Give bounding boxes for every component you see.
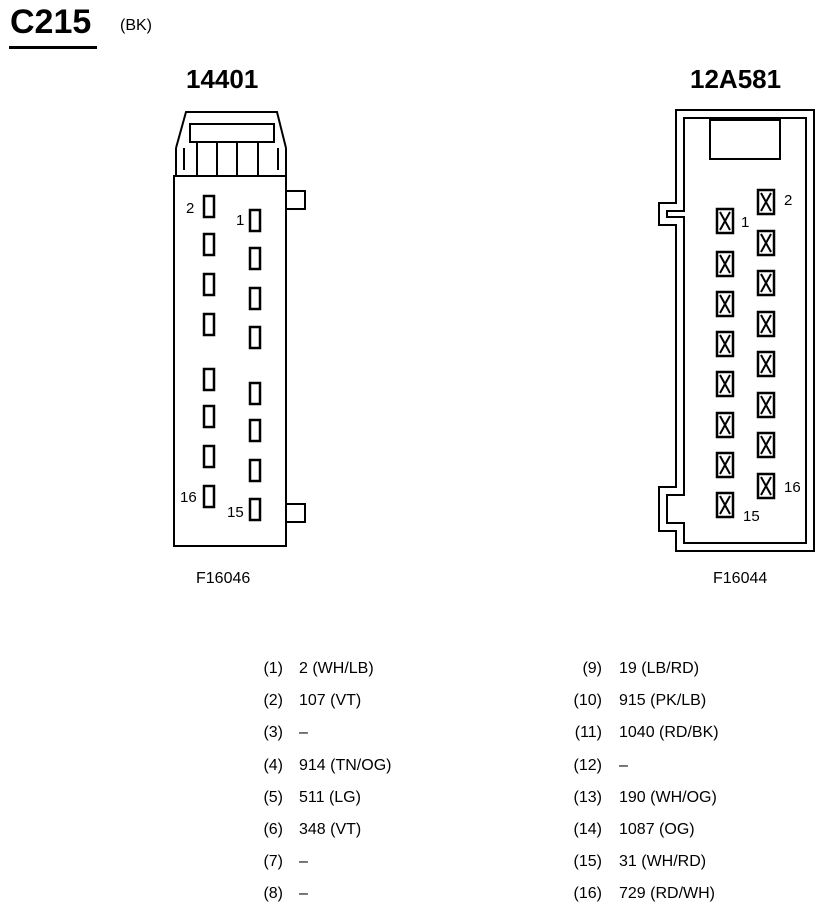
pinout-wire-circuit: – <box>299 724 308 742</box>
cavity-x <box>715 411 735 439</box>
pinout-wire-circuit: 190 (WH/OG) <box>619 788 717 806</box>
pinout-wire-circuit: 107 (VT) <box>299 692 362 710</box>
connector-color-code: (BK) <box>120 17 152 34</box>
cavity-x <box>756 188 776 216</box>
left-pin-label-16: 16 <box>180 489 197 506</box>
connector-diagrams: 2 1 16 15 2 1 16 15 <box>173 109 815 552</box>
connector-title: C215 <box>10 3 92 41</box>
cavity-x <box>715 250 735 278</box>
right-pin-label-15: 15 <box>743 508 760 525</box>
pinout-wire-circuit: 914 (TN/OG) <box>299 756 392 774</box>
pinout-wire-circuit: 348 (VT) <box>299 821 362 838</box>
cavity-x <box>715 290 735 318</box>
pinout-pin-number: (12) <box>573 756 602 774</box>
right-connector-key <box>709 119 781 160</box>
pinout-wire-circuit: 31 (WH/RD) <box>619 853 707 871</box>
left-connector-cavities-right <box>248 208 262 522</box>
cavity-x <box>756 229 776 257</box>
right-connector-inner-shell <box>666 117 807 544</box>
pinout-pin-number: (7) <box>263 853 283 871</box>
pinout-pin-number: (11) <box>574 724 602 742</box>
cavity-x <box>756 310 776 338</box>
cavity-x <box>756 350 776 378</box>
right-connector-drawing <box>658 109 815 552</box>
left-pin-label-15: 15 <box>227 504 244 521</box>
pinout-pin-number: (5) <box>263 788 283 806</box>
pinout-wire-circuit: 1087 (OG) <box>619 821 695 838</box>
pinout-pin-number: (6) <box>263 821 283 838</box>
cavity-x <box>715 370 735 398</box>
left-connector-part-number: 14401 <box>186 64 259 94</box>
left-connector-latch-inner <box>189 123 275 143</box>
pinout-wire-circuit: 511 (LG) <box>299 788 361 806</box>
right-connector-outer-shell <box>658 109 815 552</box>
pinout-pin-number: (1) <box>263 660 283 677</box>
right-pin-label-2: 2 <box>784 192 792 209</box>
pinout-wire-circuit: 2 (WH/LB) <box>299 660 374 677</box>
pinout-wire-circuit: 729 (RD/WH) <box>619 885 716 903</box>
pinout-pin-number: (2) <box>263 692 283 710</box>
pinout-pin-number: (9) <box>582 660 602 677</box>
left-connector-tab-top <box>285 190 306 210</box>
pinout-pin-number: (14) <box>573 821 602 838</box>
left-pin-label-2: 2 <box>186 200 194 217</box>
right-connector-part-number: 12A581 <box>690 64 782 94</box>
cavity-x <box>715 330 735 358</box>
cavity-x <box>756 431 776 459</box>
cavity-x <box>715 451 735 479</box>
left-connector-cavities-left <box>202 194 216 509</box>
cavity-x <box>715 207 735 235</box>
pinout-wire-circuit: 915 (PK/LB) <box>619 692 707 710</box>
pinout-pin-number: (8) <box>263 885 283 903</box>
pinout-wire-circuit: – <box>299 853 308 871</box>
title-underline <box>9 46 97 49</box>
left-figure-id: F16046 <box>196 570 251 587</box>
pinout-pin-number: (3) <box>263 724 283 742</box>
pinout-wire-circuit: 1040 (RD/BK) <box>619 724 719 742</box>
right-pin-label-16: 16 <box>784 479 801 496</box>
pinout-pin-number: (4) <box>263 756 283 774</box>
pinout-wire-circuit: 19 (LB/RD) <box>619 660 700 677</box>
pinout-wire-circuit: – <box>299 885 308 903</box>
pinout-wire-circuit: – <box>619 756 628 774</box>
cavity-x <box>715 491 735 519</box>
left-connector-body <box>173 175 287 547</box>
left-connector-drawing <box>173 111 306 547</box>
pinout-pin-number: (16) <box>573 885 602 903</box>
pinout-pin-number: (13) <box>573 788 602 806</box>
pinout-pin-number: (10) <box>573 692 602 710</box>
pinout-pin-number: (15) <box>573 853 602 871</box>
right-connector-cavities-right <box>756 188 776 500</box>
cavity-x <box>756 472 776 500</box>
right-pin-label-1: 1 <box>741 214 749 231</box>
right-connector-cavities-left <box>715 207 735 519</box>
left-connector-tab-bottom <box>285 503 306 523</box>
cavity-x <box>756 269 776 297</box>
left-connector-latch <box>175 111 287 149</box>
cavity-x <box>756 391 776 419</box>
right-figure-id: F16044 <box>713 570 768 587</box>
left-pin-label-1: 1 <box>236 212 244 229</box>
